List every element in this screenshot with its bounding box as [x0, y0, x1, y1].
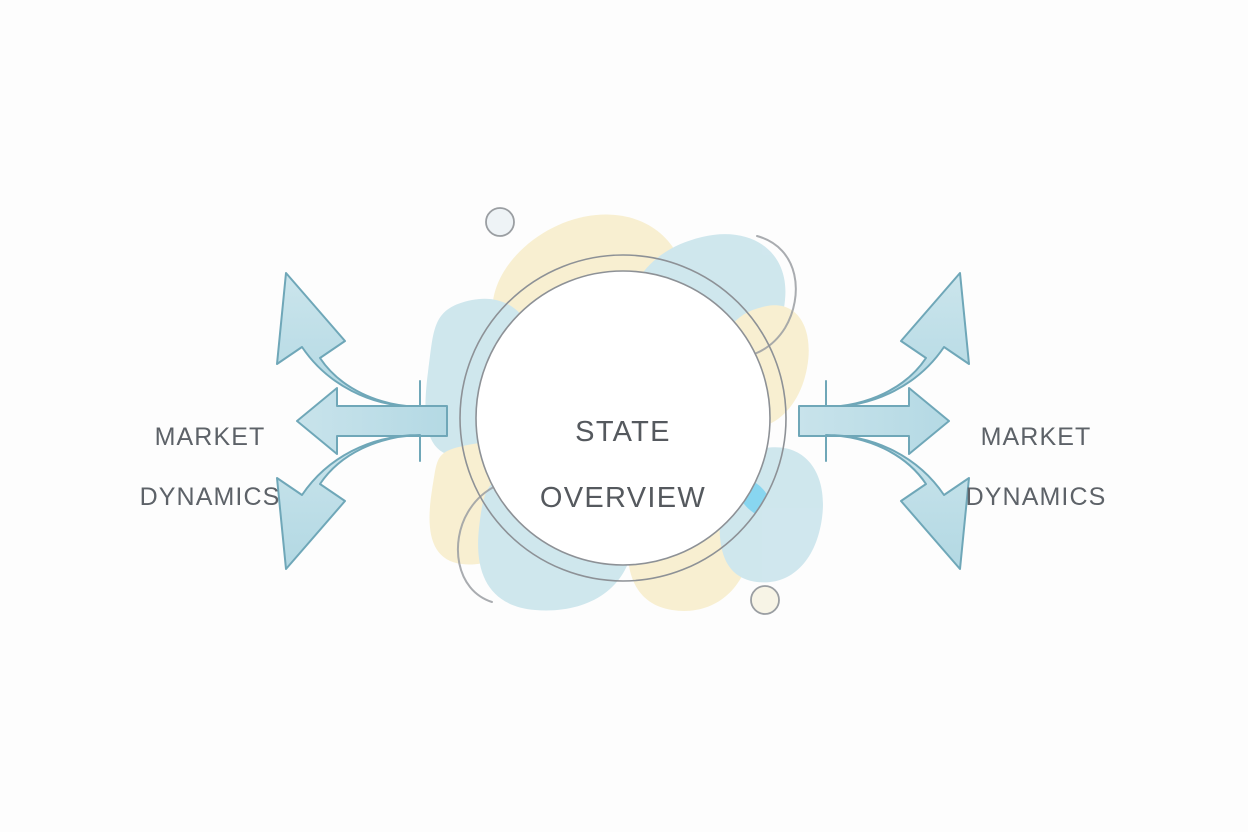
- center-circle: [459, 254, 787, 582]
- center-title: STATE OVERVIEW: [473, 383, 773, 515]
- arrow-up-right[interactable]: [825, 272, 970, 408]
- label-left-line2: DYNAMICS: [139, 483, 281, 511]
- arrow-left[interactable]: [296, 387, 448, 455]
- label-right-line1: MARKET: [980, 423, 1092, 451]
- dot-top-left: [485, 207, 515, 237]
- label-market-dynamics-left: MARKET DYNAMICS: [85, 392, 335, 512]
- ring-outer: [459, 254, 787, 582]
- ring-inner: [475, 270, 771, 566]
- arrow-group-left: [276, 272, 448, 570]
- dot-bottom-right: [750, 585, 780, 615]
- center-disc: [476, 271, 770, 565]
- label-market-dynamics-right: MARKET DYNAMICS: [911, 392, 1161, 512]
- arrow-right[interactable]: [798, 387, 950, 455]
- arrow-up-left[interactable]: [276, 272, 421, 408]
- arrow-down-left[interactable]: [276, 434, 421, 570]
- label-left-line1: MARKET: [154, 423, 266, 451]
- label-right-line2: DYNAMICS: [965, 483, 1107, 511]
- arrow-down-right[interactable]: [825, 434, 970, 570]
- arrow-group-right: [798, 272, 970, 570]
- center-title-line2: OVERVIEW: [539, 482, 707, 514]
- center-title-line1: STATE: [575, 416, 671, 448]
